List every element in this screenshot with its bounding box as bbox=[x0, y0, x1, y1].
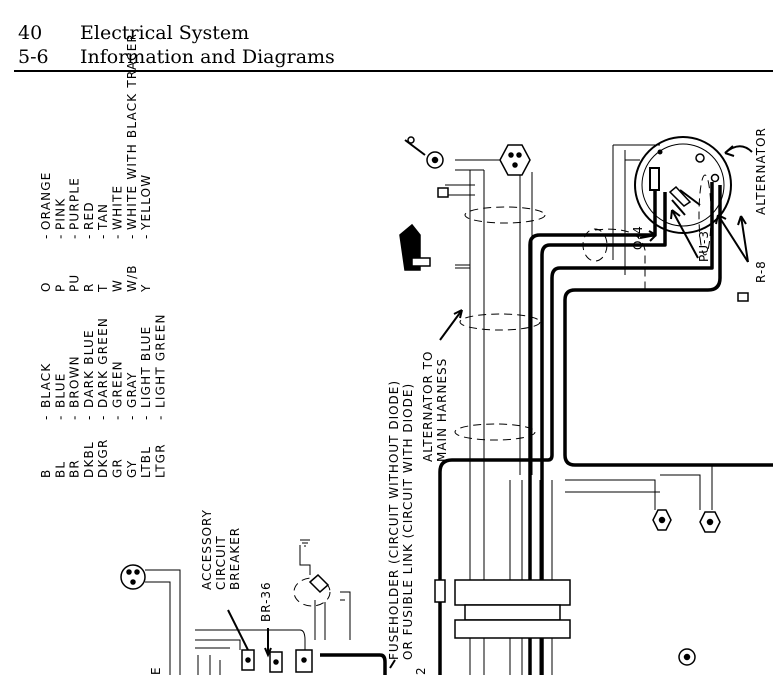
fuseholder-label: FUSEHOLDER (CIRCUIT WITHOUT DIODE) bbox=[387, 380, 401, 660]
legend-code: W bbox=[111, 279, 125, 292]
section-title: Electrical System bbox=[80, 22, 250, 44]
legend-code: BL bbox=[53, 461, 67, 478]
legend-sep: - bbox=[96, 233, 110, 239]
legend-code: W/B bbox=[125, 264, 139, 292]
fusible-link-label: OR FUSIBLE LINK (CIRCUIT WITH DIODE) bbox=[401, 383, 415, 660]
legend-name: PINK bbox=[53, 198, 67, 230]
legend-name: LIGHT GREEN bbox=[153, 313, 167, 408]
legend-name: DARK BLUE bbox=[82, 329, 96, 408]
legend-sep: - bbox=[39, 233, 53, 239]
legend-name: TAN bbox=[96, 203, 110, 231]
legend-code: P bbox=[53, 284, 67, 292]
legend-name: YELLOW bbox=[139, 174, 153, 231]
legend-code: R bbox=[82, 282, 96, 292]
loom-dashed-outlines bbox=[293, 174, 712, 607]
legend-sep: - bbox=[111, 233, 125, 239]
o4-wire-label: O-4 bbox=[631, 225, 645, 250]
alternator-symbol bbox=[634, 136, 732, 234]
section-number: 40 bbox=[18, 22, 43, 44]
legend-name: BLUE bbox=[53, 373, 67, 409]
legend-name: WHITE bbox=[111, 185, 125, 230]
legend-code: B bbox=[39, 469, 53, 478]
legend-sep: - bbox=[82, 233, 96, 239]
terminals bbox=[120, 136, 749, 673]
legend-sep: - bbox=[139, 233, 153, 239]
alt-to-main-line1: ALTERNATOR TO bbox=[421, 351, 435, 462]
diagram-labels: ALTERNATOR R-8 PU-3 O-4 ALTERNATOR TO MA… bbox=[149, 127, 768, 675]
legend-code: T bbox=[96, 283, 110, 293]
legend-sep: - bbox=[68, 233, 82, 239]
header-rule bbox=[14, 70, 773, 72]
legend-sep: - bbox=[53, 233, 67, 239]
legend-name: GRAY bbox=[125, 371, 139, 408]
legend-name: GREEN bbox=[111, 360, 125, 408]
legend-code: LTBL bbox=[139, 446, 153, 478]
subsection-number: 5-6 bbox=[18, 46, 49, 68]
acc-breaker-line2: CIRCUIT bbox=[214, 535, 228, 590]
legend-name: ORANGE bbox=[39, 171, 53, 230]
legend-name: DARK GREEN bbox=[96, 317, 110, 408]
legend-sep: - bbox=[82, 414, 96, 420]
legend-sep: - bbox=[125, 414, 139, 420]
edge-label-2: 2 bbox=[414, 667, 428, 675]
legend-code: O bbox=[39, 281, 53, 292]
accessory-wiring bbox=[145, 539, 351, 675]
br36-wire-label: BR-36 bbox=[259, 581, 273, 622]
legend-code: GY bbox=[125, 460, 139, 478]
heavy-wires bbox=[320, 182, 773, 675]
legend-sep: - bbox=[53, 414, 67, 420]
alt-to-main-line2: MAIN HARNESS bbox=[435, 358, 449, 462]
legend-code: DKGR bbox=[96, 438, 110, 478]
legend-code: PU bbox=[68, 274, 82, 292]
pu3-wire-label: PU-3 bbox=[697, 230, 711, 262]
legend-code: LTGR bbox=[153, 443, 167, 478]
legend-name: LIGHT BLUE bbox=[139, 326, 153, 408]
legend-code: Y bbox=[139, 283, 153, 293]
subsection-title: Information and Diagrams bbox=[80, 46, 335, 68]
legend-code: GR bbox=[111, 458, 125, 478]
legend-code: BR bbox=[68, 459, 82, 478]
legend-sep: - bbox=[111, 414, 125, 420]
legend-sep: - bbox=[68, 414, 82, 420]
legend-name: BROWN bbox=[68, 355, 82, 408]
legend-name: PURPLE bbox=[68, 177, 82, 230]
alternator-label: ALTERNATOR bbox=[754, 127, 768, 215]
legend-code: DKBL bbox=[82, 441, 96, 478]
legend-name: WHITE WITH BLACK TRACER bbox=[125, 33, 139, 230]
legend-sep: - bbox=[39, 414, 53, 420]
legend-name: BLACK bbox=[39, 363, 53, 408]
legend-sep: - bbox=[96, 414, 110, 420]
acc-breaker-line3: BREAKER bbox=[228, 527, 242, 590]
acc-breaker-line1: ACCESSORY bbox=[200, 509, 214, 590]
legend-sep: - bbox=[153, 414, 167, 420]
legend-sep: - bbox=[139, 414, 153, 420]
edge-label-e: E bbox=[149, 667, 163, 675]
r8-wire-label: R-8 bbox=[754, 260, 768, 283]
legend-sep: - bbox=[125, 233, 139, 239]
legend-name: RED bbox=[82, 201, 96, 230]
